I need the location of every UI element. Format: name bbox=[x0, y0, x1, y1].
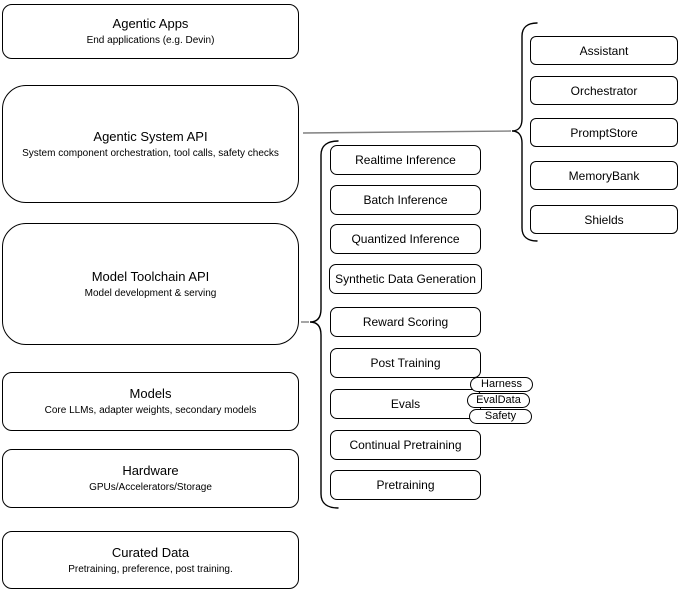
node-agentic-apps: Agentic Apps End applications (e.g. Devi… bbox=[2, 4, 299, 59]
node-title: Hardware bbox=[122, 463, 179, 478]
node-subtitle: End applications (e.g. Devin) bbox=[86, 35, 215, 46]
toolchain-item-continual-pretraining: Continual Pretraining bbox=[330, 430, 481, 460]
node-subtitle: GPUs/Accelerators/Storage bbox=[89, 482, 212, 493]
node-title: Agentic System API bbox=[93, 128, 208, 144]
node-subtitle: System component orchestration, tool cal… bbox=[22, 147, 279, 159]
toolchain-item-reward-scoring: Reward Scoring bbox=[330, 307, 481, 337]
node-subtitle: Core LLMs, adapter weights, secondary mo… bbox=[44, 405, 257, 416]
connector-system-api-to-components bbox=[302, 130, 512, 134]
node-title: Models bbox=[129, 386, 172, 401]
evals-tag-evaldata: EvalData bbox=[467, 393, 530, 408]
node-hardware: Hardware GPUs/Accelerators/Storage bbox=[2, 449, 299, 508]
node-title: Agentic Apps bbox=[112, 16, 189, 31]
node-subtitle: Model development & serving bbox=[84, 287, 217, 299]
node-curated-data: Curated Data Pretraining, preference, po… bbox=[2, 531, 299, 589]
toolchain-item-quantized-inference: Quantized Inference bbox=[330, 224, 481, 254]
node-models: Models Core LLMs, adapter weights, secon… bbox=[2, 372, 299, 431]
toolchain-item-realtime-inference: Realtime Inference bbox=[330, 145, 481, 175]
node-agentic-system-api: Agentic System API System component orch… bbox=[2, 85, 299, 203]
toolchain-item-evals: Evals bbox=[330, 389, 481, 419]
toolchain-item-batch-inference: Batch Inference bbox=[330, 185, 481, 215]
node-title: Model Toolchain API bbox=[91, 268, 210, 284]
node-model-toolchain-api: Model Toolchain API Model development & … bbox=[2, 223, 299, 345]
toolchain-item-synthetic-data-generation: Synthetic Data Generation bbox=[329, 264, 482, 294]
toolchain-item-post-training: Post Training bbox=[330, 348, 481, 378]
evals-tag-harness: Harness bbox=[470, 377, 533, 392]
node-title: Curated Data bbox=[111, 544, 190, 560]
node-subtitle: Pretraining, preference, post training. bbox=[68, 563, 233, 575]
component-orchestrator: Orchestrator bbox=[530, 76, 678, 105]
component-assistant: Assistant bbox=[530, 36, 678, 65]
component-shields: Shields bbox=[530, 205, 678, 234]
toolchain-item-pretraining: Pretraining bbox=[330, 470, 481, 500]
evals-tag-safety: Safety bbox=[469, 409, 532, 424]
component-memorybank: MemoryBank bbox=[530, 161, 678, 190]
component-promptstore: PromptStore bbox=[530, 118, 678, 147]
